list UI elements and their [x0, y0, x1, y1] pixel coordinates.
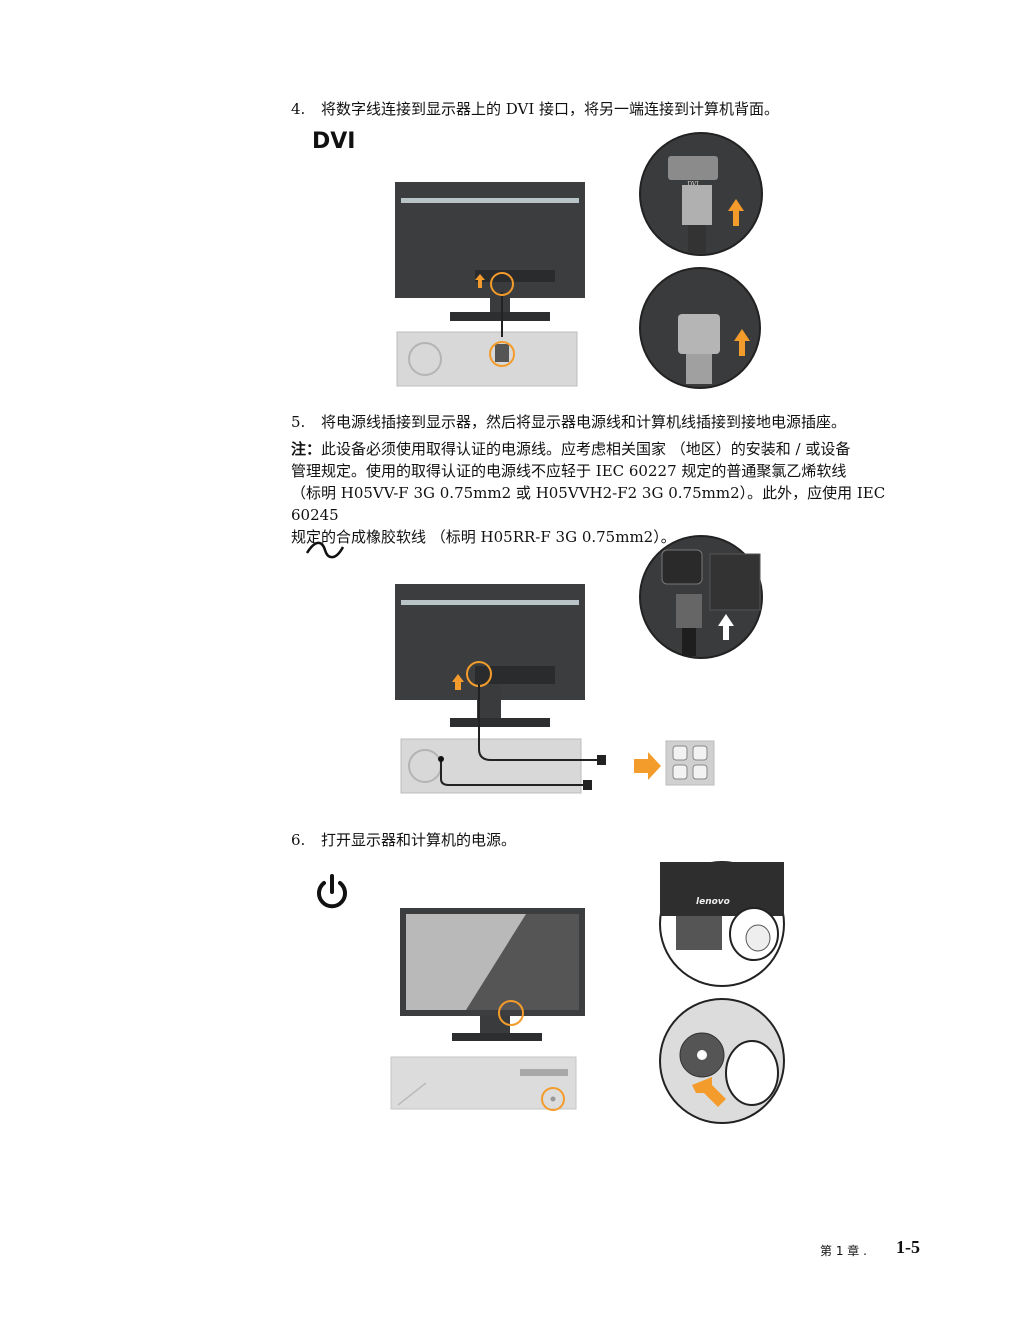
- monitor-button-zoom: lenovo: [659, 861, 785, 987]
- power-port-zoom: [639, 535, 763, 659]
- power-on-illustration: [390, 908, 585, 1111]
- note-line: 管理规定。使用的取得认证的电源线不应轻于 IEC 60227 规定的普通聚氯乙烯…: [291, 462, 847, 480]
- step-text: 将电源线插接到显示器，然后将显示器电源线和计算机线插接到接地电源插座。: [321, 413, 847, 431]
- step-text: 将数字线连接到显示器上的 DVI 接口，将另一端连接到计算机背面。: [321, 100, 780, 118]
- port-label: DVI: [687, 181, 699, 188]
- dvi-label: DVI: [312, 129, 356, 154]
- note-line: 此设备必须使用取得认证的电源线。应考虑相关国家 （地区）的安装和 / 或设备: [321, 440, 851, 458]
- ac-tilde-icon: [305, 541, 345, 559]
- step-number: 4.: [291, 100, 306, 118]
- power-connection-illustration: [395, 584, 715, 794]
- step-number: 5.: [291, 413, 306, 431]
- lenovo-logo: lenovo: [696, 897, 730, 907]
- page-number: 1-5: [896, 1237, 920, 1257]
- step-5: 5. 将电源线插接到显示器，然后将显示器电源线和计算机线插接到接地电源插座。: [291, 412, 846, 432]
- dvi-connection-illustration: [395, 182, 585, 387]
- note-line: （标明 H05VV-F 3G 0.75mm2 或 H05VVH2-F2 3G 0…: [291, 484, 886, 524]
- dvi-cable-zoom: [639, 267, 761, 389]
- step-number: 6.: [291, 831, 306, 849]
- step-6: 6. 打开显示器和计算机的电源。: [291, 830, 516, 850]
- footer-chapter: 第 1 章 .: [820, 1244, 867, 1258]
- note-line: 规定的合成橡胶软线 （标明 H05RR-F 3G 0.75mm2）。: [291, 528, 676, 546]
- note-prefix: 注：: [291, 440, 322, 458]
- step-4: 4. 将数字线连接到显示器上的 DVI 接口，将另一端连接到计算机背面。: [291, 99, 779, 119]
- computer-button-zoom: [659, 998, 785, 1124]
- dvi-port-zoom: DVI: [639, 132, 763, 256]
- step-text: 打开显示器和计算机的电源。: [321, 831, 517, 849]
- power-cord-note: 注：此设备必须使用取得认证的电源线。应考虑相关国家 （地区）的安装和 / 或设备…: [291, 438, 931, 548]
- power-icon: [317, 874, 347, 909]
